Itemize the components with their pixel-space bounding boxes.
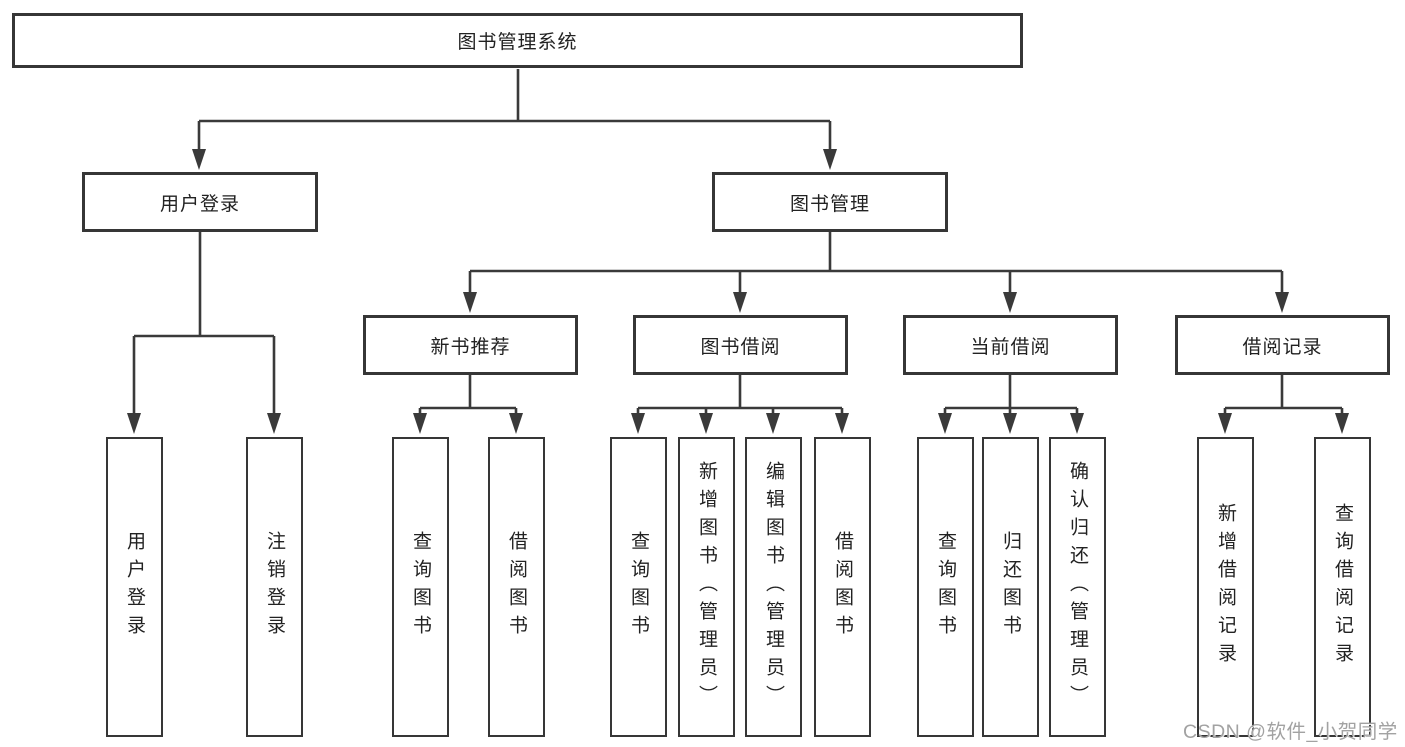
leaf-current-query-books: 查询图书	[917, 437, 974, 737]
leaf-logout-login: 注销登录	[246, 437, 303, 737]
leaf-borrowing-borrow-books: 借阅图书	[814, 437, 871, 737]
leaf-borrowing-add-books-admin: 新增图书（管理员）	[678, 437, 735, 737]
node-library-management-system: 图书管理系统	[12, 13, 1023, 68]
leaf-label: 借阅图书	[506, 531, 527, 643]
leaf-recommend-query-books: 查询图书	[392, 437, 449, 737]
leaf-label: 确认归还（管理员）	[1067, 461, 1088, 713]
node-book-borrowing: 图书借阅	[633, 315, 848, 375]
node-borrowing-records: 借阅记录	[1175, 315, 1390, 375]
leaf-records-add-borrow-record: 新增借阅记录	[1197, 437, 1254, 737]
leaf-recommend-borrow-books: 借阅图书	[488, 437, 545, 737]
leaf-records-query-borrow-record: 查询借阅记录	[1314, 437, 1371, 737]
leaf-borrowing-query-books: 查询图书	[610, 437, 667, 737]
leaf-label: 新增借阅记录	[1215, 503, 1236, 671]
node-book-management: 图书管理	[712, 172, 948, 232]
node-new-book-recommendation: 新书推荐	[363, 315, 578, 375]
leaf-label: 归还图书	[1000, 531, 1021, 643]
leaf-label: 借阅图书	[832, 531, 853, 643]
leaf-label: 注销登录	[264, 531, 285, 643]
node-current-borrowing: 当前借阅	[903, 315, 1118, 375]
leaf-user-login: 用户登录	[106, 437, 163, 737]
watermark: CSDN @软件_小贺同学	[1183, 721, 1398, 743]
leaf-label: 查询图书	[410, 531, 431, 643]
leaf-label: 用户登录	[124, 531, 145, 643]
leaf-label: 查询图书	[935, 531, 956, 643]
leaf-borrowing-edit-books-admin: 编辑图书（管理员）	[745, 437, 802, 737]
node-user-login: 用户登录	[82, 172, 318, 232]
leaf-label: 编辑图书（管理员）	[763, 461, 784, 713]
leaf-label: 新增图书（管理员）	[696, 461, 717, 713]
leaf-current-return-books: 归还图书	[982, 437, 1039, 737]
leaf-label: 查询借阅记录	[1332, 503, 1353, 671]
leaf-current-confirm-return-admin: 确认归还（管理员）	[1049, 437, 1106, 737]
leaf-label: 查询图书	[628, 531, 649, 643]
